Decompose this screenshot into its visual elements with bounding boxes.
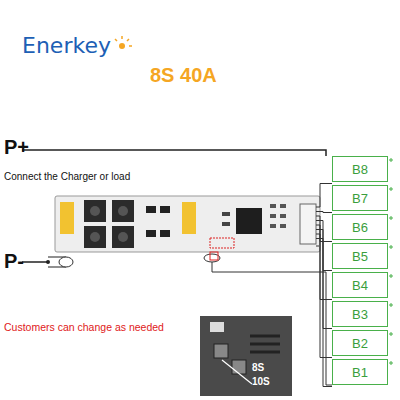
note: Connect the Charger or load: [4, 171, 130, 182]
cell-label: B3: [352, 307, 368, 322]
cell-polarity: [389, 187, 393, 191]
cell-polarity: [389, 332, 393, 336]
cell-label: B1: [352, 365, 368, 380]
cell-polarity: [389, 361, 393, 365]
balance-wire: [316, 225, 332, 300]
cell-label: B7: [352, 191, 368, 206]
balance-wire: [316, 221, 332, 271]
note: Customers can change as needed: [4, 322, 164, 334]
cell-label: B6: [352, 220, 368, 235]
balance-wire: [316, 216, 332, 242]
cell-polarity: [389, 303, 393, 307]
brand-logo: Enerkey: [22, 34, 111, 58]
battery-cell: B1: [332, 359, 388, 385]
p-minus-wire: [22, 261, 48, 263]
battery-cell: B6: [332, 214, 388, 240]
option-label: 10S: [252, 376, 270, 387]
cell-polarity: [389, 274, 393, 278]
cell-label: B8: [352, 162, 368, 177]
balance-wire: [316, 184, 332, 208]
terminal-label: P-: [4, 250, 24, 272]
cell-polarity: [389, 216, 393, 220]
cell-label: B2: [352, 336, 368, 351]
cell-polarity: [389, 245, 393, 249]
battery-cell: B4: [332, 272, 388, 298]
balance-wire: [316, 239, 332, 387]
terminal-label: P+: [4, 136, 29, 158]
title: 8S 40A: [150, 64, 217, 86]
balance-wire: [316, 234, 332, 358]
connector-lead: [316, 246, 319, 247]
cell-polarity: [389, 158, 393, 162]
battery-cell: B5: [332, 243, 388, 269]
pcb-board: [55, 196, 320, 267]
balance-wire: [316, 212, 332, 213]
balance-wire: [316, 230, 332, 329]
cell-label: B5: [352, 249, 368, 264]
p-plus-wire: [22, 150, 326, 156]
battery-cell: B3: [332, 301, 388, 327]
inset-photo: [200, 316, 292, 396]
battery-cell: B8: [332, 156, 388, 182]
battery-cell: B2: [332, 330, 388, 356]
cell-label: B4: [352, 278, 368, 293]
battery-cell: B7: [332, 185, 388, 211]
logo-sun: [115, 36, 132, 49]
option-label: 8S: [252, 362, 264, 373]
